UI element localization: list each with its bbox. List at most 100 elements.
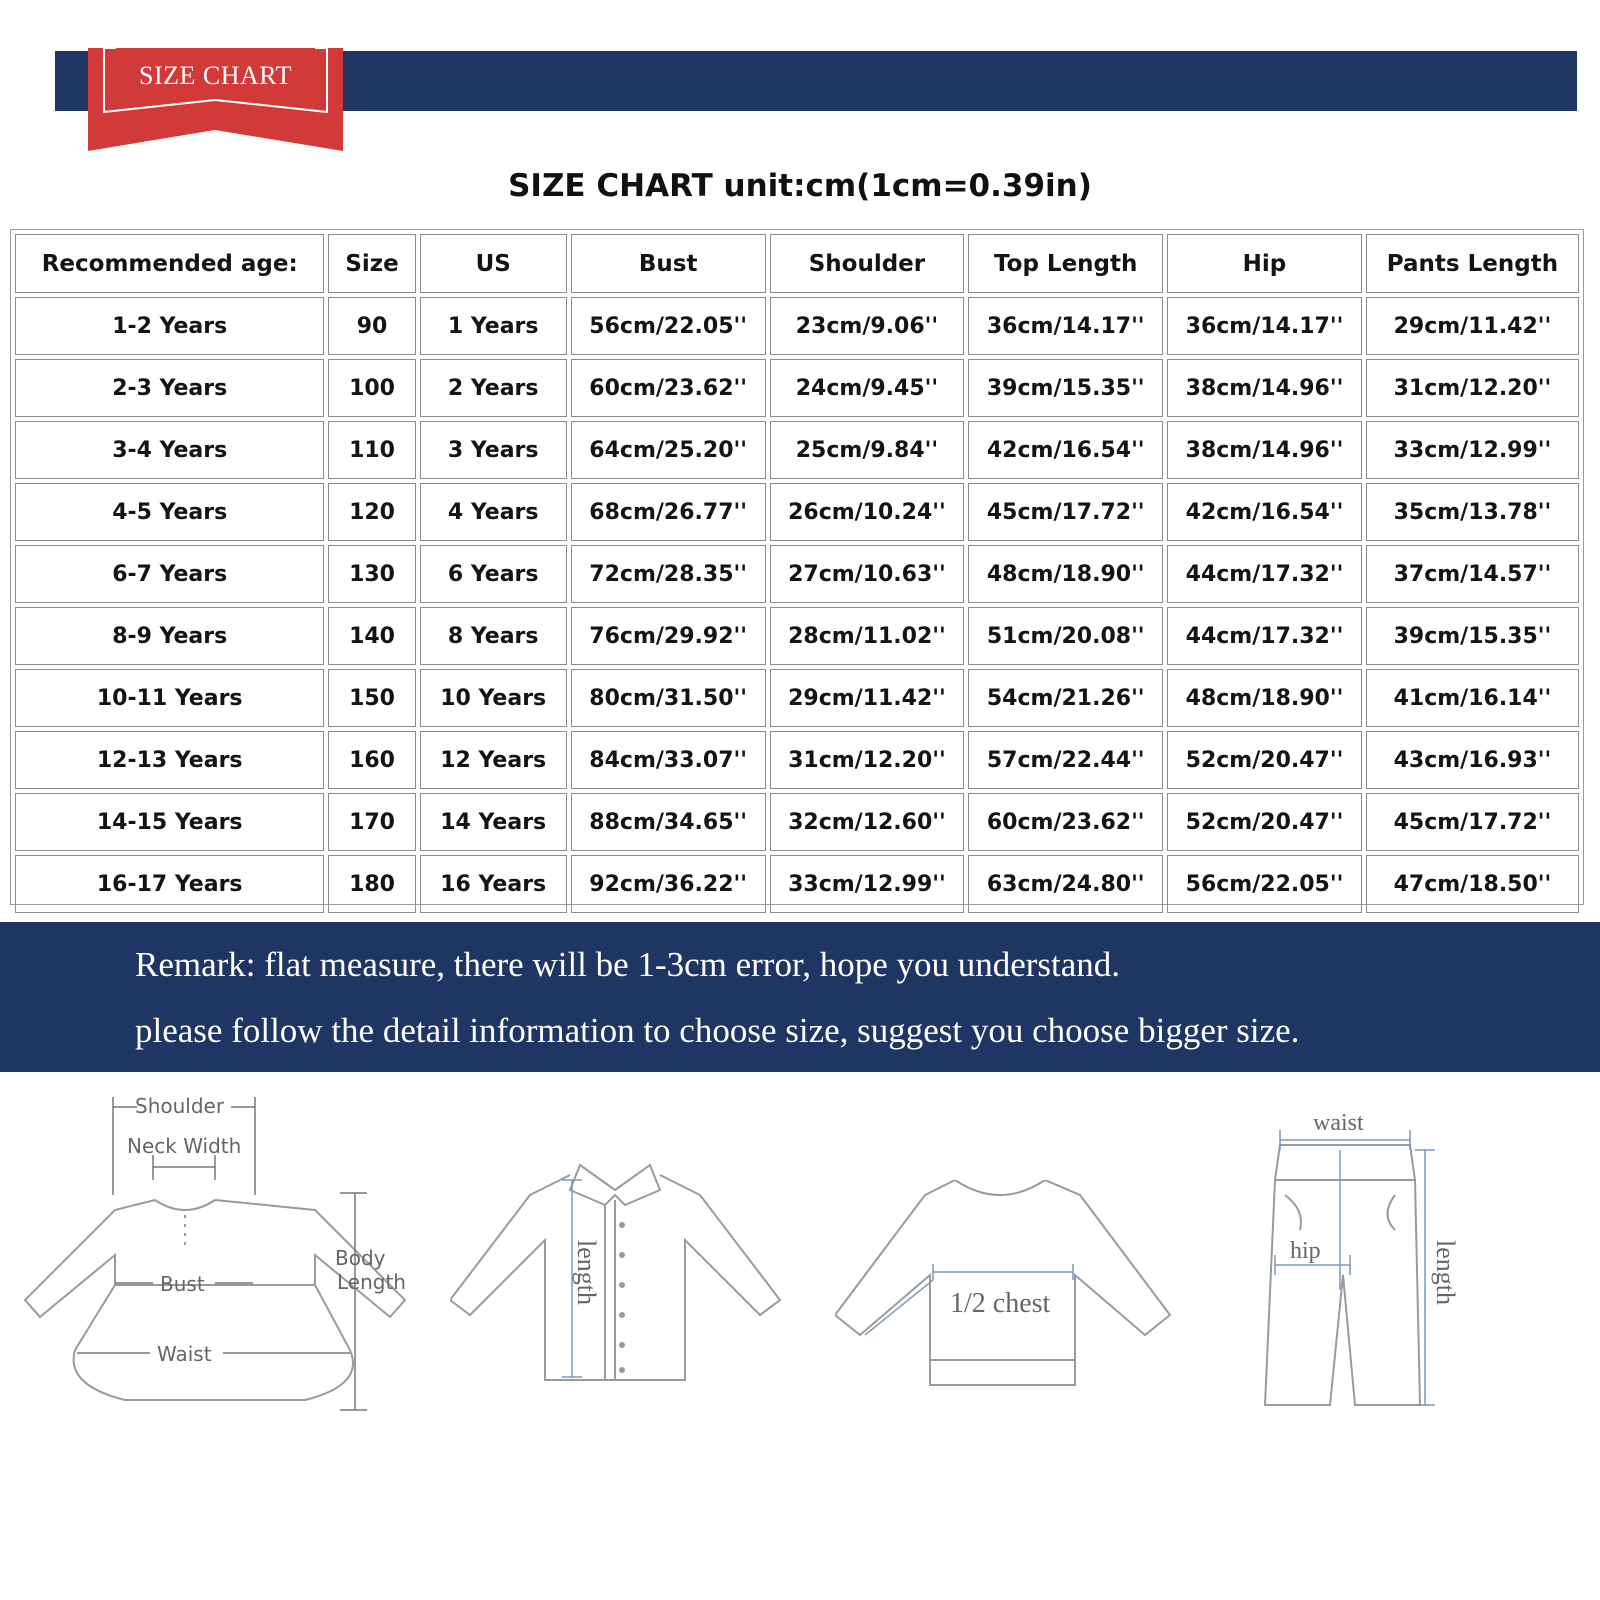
table-cell: 56cm/22.05'' [1167,855,1362,913]
table-cell: 92cm/36.22'' [570,855,766,913]
table-cell: 51cm/20.08'' [968,607,1164,665]
table-cell: 80cm/31.50'' [570,669,766,727]
table-cell: 72cm/28.35'' [570,545,766,603]
table-cell: 180 [328,855,416,913]
table-cell: 45cm/17.72'' [1365,793,1579,851]
remark-line-2: please follow the detail information to … [135,1011,1300,1050]
pants-waist-label: waist [1313,1110,1364,1136]
table-cell: 130 [328,545,416,603]
table-cell: 24cm/9.45'' [769,359,965,417]
table-cell: 60cm/23.62'' [570,359,766,417]
column-header: Pants Length [1365,234,1579,293]
table-cell: 23cm/9.06'' [769,297,965,355]
table-cell: 160 [328,731,416,789]
table-cell: 41cm/16.14'' [1365,669,1579,727]
sweater-diagram: 1/2 chest [835,1180,1195,1420]
table-cell: 25cm/9.84'' [769,421,965,479]
shirt-length-label: length [572,1240,601,1305]
sweater-chest-label: 1/2 chest [950,1288,1051,1319]
table-cell: 63cm/24.80'' [968,855,1164,913]
table-cell: 16-17 Years [15,855,325,913]
table-cell: 16 Years [419,855,567,913]
table-cell: 42cm/16.54'' [1167,483,1362,541]
table-cell: 64cm/25.20'' [570,421,766,479]
table-cell: 52cm/20.47'' [1167,731,1362,789]
table-cell: 33cm/12.99'' [1365,421,1579,479]
table-cell: 8 Years [419,607,567,665]
table-cell: 120 [328,483,416,541]
pants-length-label: length [1431,1240,1460,1305]
table-cell: 10 Years [419,669,567,727]
table-cell: 36cm/14.17'' [1167,297,1362,355]
table-cell: 8-9 Years [15,607,325,665]
dress-diagram: Shoulder Neck Width Bust Waist Body Leng… [15,1085,415,1445]
table-cell: 31cm/12.20'' [769,731,965,789]
table-cell: 44cm/17.32'' [1167,545,1362,603]
column-header: Bust [570,234,766,293]
table-cell: 38cm/14.96'' [1167,421,1362,479]
table-cell: 28cm/11.02'' [769,607,965,665]
column-header: Recommended age: [15,234,325,293]
table-cell: 35cm/13.78'' [1365,483,1579,541]
table-cell: 6 Years [419,545,567,603]
table-cell: 3-4 Years [15,421,325,479]
table-cell: 84cm/33.07'' [570,731,766,789]
table-cell: 42cm/16.54'' [968,421,1164,479]
column-header: US [419,234,567,293]
dress-bust-label: Bust [160,1272,205,1296]
column-header: Shoulder [769,234,965,293]
size-chart-ribbon [88,48,343,151]
dress-body-length-label: Body [335,1246,386,1270]
table-cell: 68cm/26.77'' [570,483,766,541]
dress-waist-label: Waist [157,1342,212,1366]
shirt-diagram: length [450,1155,810,1415]
table-cell: 4 Years [419,483,567,541]
table-cell: 31cm/12.20'' [1365,359,1579,417]
table-cell: 39cm/15.35'' [1365,607,1579,665]
table-cell: 150 [328,669,416,727]
table-cell: 14 Years [419,793,567,851]
table-cell: 27cm/10.63'' [769,545,965,603]
table-cell: 4-5 Years [15,483,325,541]
table-cell: 48cm/18.90'' [968,545,1164,603]
table-cell: 37cm/14.57'' [1365,545,1579,603]
table-cell: 6-7 Years [15,545,325,603]
dress-neck-width-label: Neck Width [127,1134,241,1158]
table-cell: 12 Years [419,731,567,789]
table-cell: 1-2 Years [15,297,325,355]
table-cell: 26cm/10.24'' [769,483,965,541]
table-cell: 32cm/12.60'' [769,793,965,851]
column-header: Top Length [968,234,1164,293]
remark-line-1: Remark: flat measure, there will be 1-3c… [135,945,1121,984]
table-cell: 2 Years [419,359,567,417]
table-cell: 10-11 Years [15,669,325,727]
table-title: SIZE CHART unit:cm(1cm=0.39in) [508,168,1092,204]
column-header: Hip [1167,234,1362,293]
pants-hip-label: hip [1290,1238,1321,1264]
table-cell: 140 [328,607,416,665]
remark-band [0,922,1600,1072]
table-cell: 36cm/14.17'' [968,297,1164,355]
table-cell: 45cm/17.72'' [968,483,1164,541]
table-cell: 76cm/29.92'' [570,607,766,665]
table-cell: 3 Years [419,421,567,479]
measurement-diagrams: Shoulder Neck Width Bust Waist Body Leng… [0,1085,1600,1565]
table-cell: 39cm/15.35'' [968,359,1164,417]
table-cell: 110 [328,421,416,479]
table-cell: 90 [328,297,416,355]
table-cell: 14-15 Years [15,793,325,851]
table-cell: 88cm/34.65'' [570,793,766,851]
table-cell: 60cm/23.62'' [968,793,1164,851]
